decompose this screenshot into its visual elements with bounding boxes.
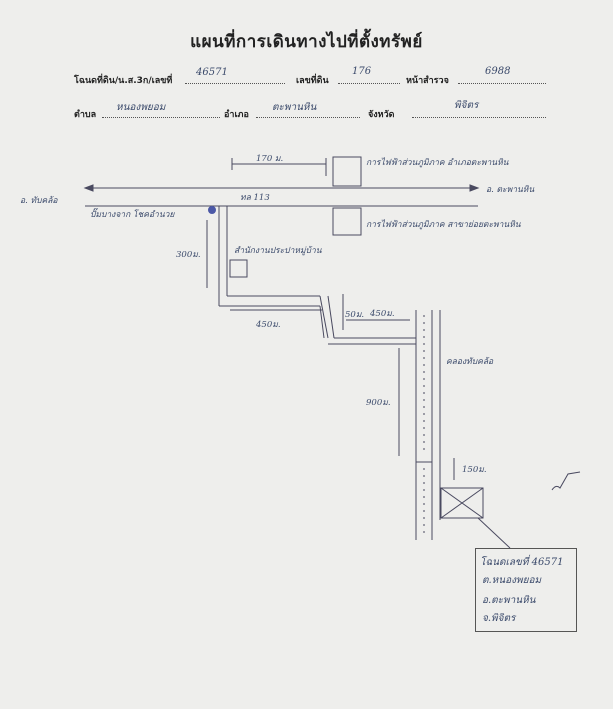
dir-left-label: อ. ทับคล้อ xyxy=(20,195,58,206)
district-dotline xyxy=(256,117,360,118)
survey-page-label: หน้าสำรวจ xyxy=(406,76,449,86)
dist-450a-label: 450ม. xyxy=(255,320,281,330)
dist-300-label: 300ม. xyxy=(176,250,201,260)
dist-top-label: 170 ม. xyxy=(256,154,283,164)
subdistrict-dotline xyxy=(102,117,220,118)
subdistrict-label: ตำบล xyxy=(74,110,97,120)
deed-label: โฉนดที่ดิน/น.ส.3ก/เลขที่ xyxy=(74,76,173,86)
dist-150-label: 150ม. xyxy=(462,465,487,475)
province-dotline xyxy=(412,117,546,118)
deed-dotline xyxy=(185,83,285,84)
dir-right-label: อ. ตะพานหิน xyxy=(486,185,534,195)
water-office-box xyxy=(229,259,248,278)
land-no-label: เลขที่ดิน xyxy=(296,76,329,86)
pea-office-label: การไฟฟ้าส่วนภูมิภาค อำเภอตะพานหิน xyxy=(366,157,509,168)
dist-50-label: 50ม. xyxy=(345,310,364,320)
survey-page-dotline xyxy=(458,83,546,84)
gas-station-label: ปั๊มบางจาก โชคอำนวย xyxy=(90,208,175,220)
deed-value: 46571 xyxy=(196,67,228,78)
province-label: จังหวัด xyxy=(368,110,395,120)
dist-900-label: 900ม. xyxy=(366,398,391,408)
pea-branch-label: การไฟฟ้าส่วนภูมิภาค สาขาย่อยตะพานหิน xyxy=(366,219,521,230)
subdistrict-value: หนองพยอม xyxy=(116,102,166,113)
signature-scribble xyxy=(551,471,581,491)
property-box xyxy=(440,487,484,519)
land-no-value: 176 xyxy=(352,66,372,77)
highway-label: ทล 113 xyxy=(240,193,270,203)
gas-station-marker xyxy=(208,206,216,214)
info-district: อ.ตะพานหิน xyxy=(482,595,536,606)
page-title: แผนที่การเดินทางไปที่ตั้งทรัพย์ xyxy=(190,32,423,52)
info-subdistrict: ต.หนองพยอม xyxy=(482,575,542,586)
province-value: พิจิตร xyxy=(454,100,479,111)
canal-label: คลองทับคล้อ xyxy=(446,356,494,367)
land-no-dotline xyxy=(338,83,400,84)
info-deed: โฉนดเลขที่ 46571 xyxy=(480,557,564,568)
property-info-box: โฉนดเลขที่ 46571 ต.หนองพยอม อ.ตะพานหิน จ… xyxy=(475,548,577,632)
survey-page-value: 6988 xyxy=(485,66,511,77)
pea-office-box xyxy=(332,156,362,187)
dist-450b-label: 450ม. xyxy=(369,309,395,319)
info-province: จ.พิจิตร xyxy=(482,613,516,624)
water-office-label: สำนักงานประปาหมู่บ้าน xyxy=(234,245,322,256)
district-label: อำเภอ xyxy=(224,110,249,120)
district-value: ตะพานหิน xyxy=(272,102,317,113)
pea-branch-box xyxy=(332,207,362,236)
